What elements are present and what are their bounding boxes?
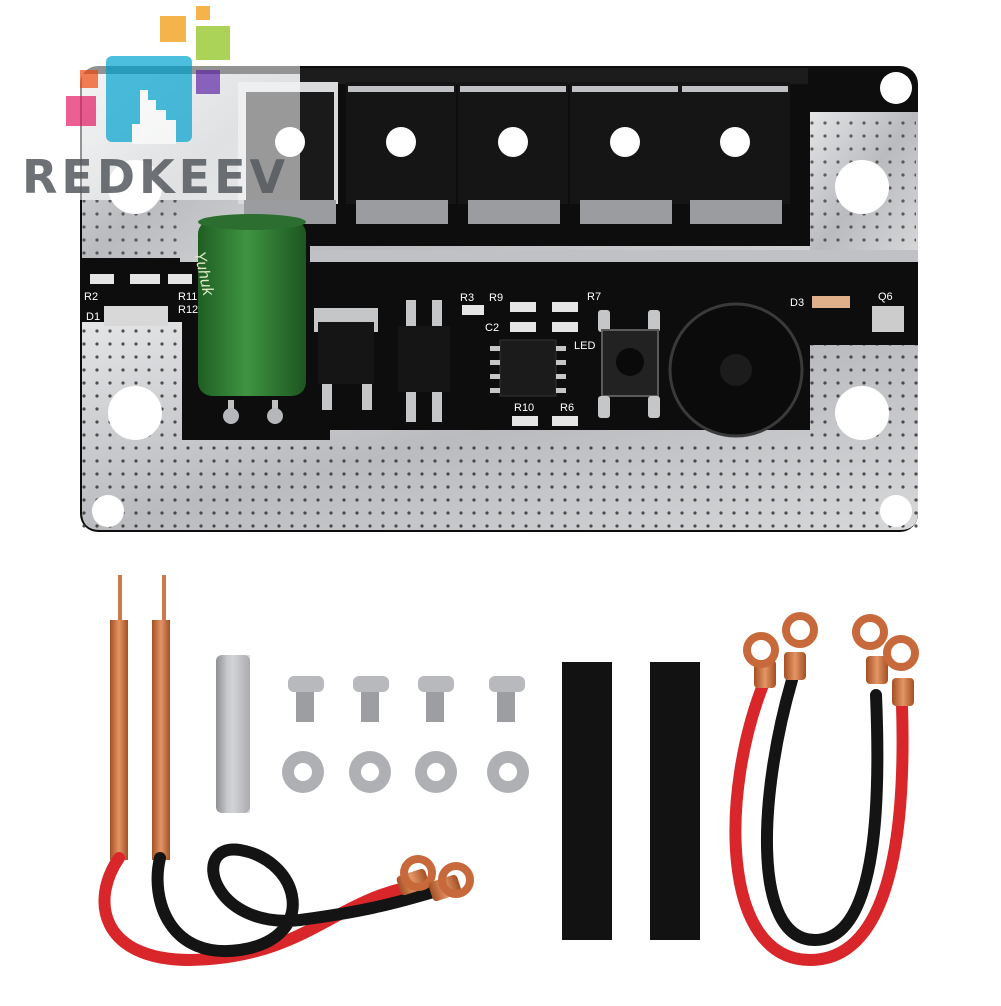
mounting-hole — [835, 386, 889, 440]
smd-resistor — [510, 302, 536, 312]
ring-terminal — [782, 612, 818, 648]
black-welding-cable — [151, 843, 446, 958]
screw — [489, 676, 525, 722]
smd-led — [552, 322, 578, 332]
silkscreen-label: C2 — [485, 322, 500, 334]
watermark-logo — [18, 6, 300, 200]
pin-header-row — [300, 68, 808, 84]
mounting-hole — [835, 160, 889, 214]
smd-resistor — [552, 416, 578, 426]
heat-shrink-tube — [650, 662, 700, 940]
screw — [418, 676, 454, 722]
logo-tile — [66, 96, 96, 126]
spot-welder-pcb — [80, 66, 918, 532]
copper-probe — [162, 575, 166, 625]
heat-shrink-tube — [562, 662, 612, 940]
silkscreen-label: Q6 — [878, 291, 893, 303]
smd-diode — [812, 296, 850, 308]
screw-set — [288, 676, 525, 722]
silkscreen-label: LED — [574, 340, 596, 352]
lower-dots — [82, 440, 918, 530]
smd-resistor — [512, 416, 538, 426]
ring-terminal — [852, 614, 888, 650]
hand-cursor-icon — [132, 90, 176, 144]
screw — [353, 676, 389, 722]
silkscreen-label: R6 — [560, 402, 575, 414]
silkscreen-label: R2 — [84, 291, 99, 303]
buzzer — [668, 302, 804, 438]
mounting-hole — [880, 495, 912, 527]
mosfet-3 — [458, 82, 568, 224]
silkscreen-label: R9 — [489, 292, 504, 304]
copper-pen-left — [110, 620, 128, 860]
mosfet-array — [238, 82, 790, 224]
red-battery-cable — [729, 674, 909, 967]
nickel-strip-roll — [216, 655, 250, 813]
voltage-regulator — [314, 308, 378, 410]
mosfet-5 — [680, 82, 790, 224]
ring-terminal — [883, 635, 919, 671]
ic-chip — [490, 339, 566, 397]
smd-resistor — [90, 274, 114, 284]
push-button-switch — [598, 310, 660, 418]
logo-tile — [80, 70, 98, 88]
logo-tile — [196, 70, 220, 94]
mosfet-4 — [570, 82, 680, 224]
brand-watermark: REDKEEV — [22, 150, 290, 204]
smd-diode — [104, 306, 168, 326]
silkscreen-label: R11 — [178, 291, 198, 303]
smd-resistor — [552, 302, 578, 312]
smd-resistor — [130, 274, 160, 284]
mounting-hole — [92, 495, 124, 527]
logo-tile — [160, 16, 186, 42]
ring-terminal — [400, 855, 436, 891]
smd-resistor — [168, 274, 192, 284]
screw — [288, 676, 324, 722]
battery-cable-pair — [729, 612, 919, 967]
silkscreen-label: D3 — [790, 297, 805, 309]
logo-tile — [196, 26, 230, 60]
mounting-hole — [108, 386, 162, 440]
copper-probe — [118, 575, 122, 625]
black-battery-cable — [760, 674, 884, 947]
smd-transistor — [872, 306, 904, 332]
lug-sleeve — [866, 656, 888, 684]
copper-pen-right — [152, 620, 170, 860]
mosfet-2 — [346, 82, 456, 224]
ring-terminal — [438, 862, 474, 898]
lug-sleeve — [784, 652, 806, 680]
hex-nut — [349, 751, 391, 793]
hex-nut — [415, 751, 457, 793]
silkscreen-label: R10 — [514, 402, 535, 414]
smd-capacitor — [510, 322, 536, 332]
silkscreen-label: R3 — [460, 292, 475, 304]
ring-terminal — [743, 632, 779, 668]
welding-pen-cables — [98, 575, 474, 967]
optocoupler — [398, 300, 450, 422]
silkscreen-label: R7 — [587, 291, 602, 303]
electrolytic-capacitor — [198, 214, 306, 424]
hex-nut — [487, 751, 529, 793]
mounting-hole — [880, 72, 912, 104]
hex-nut — [282, 751, 324, 793]
silkscreen-label: D1 — [86, 311, 101, 323]
lug-sleeve — [892, 678, 914, 706]
silkscreen-label: R12 — [178, 304, 199, 316]
nut-set — [282, 751, 529, 793]
logo-tile — [196, 6, 210, 20]
smd-resistor — [462, 305, 484, 315]
